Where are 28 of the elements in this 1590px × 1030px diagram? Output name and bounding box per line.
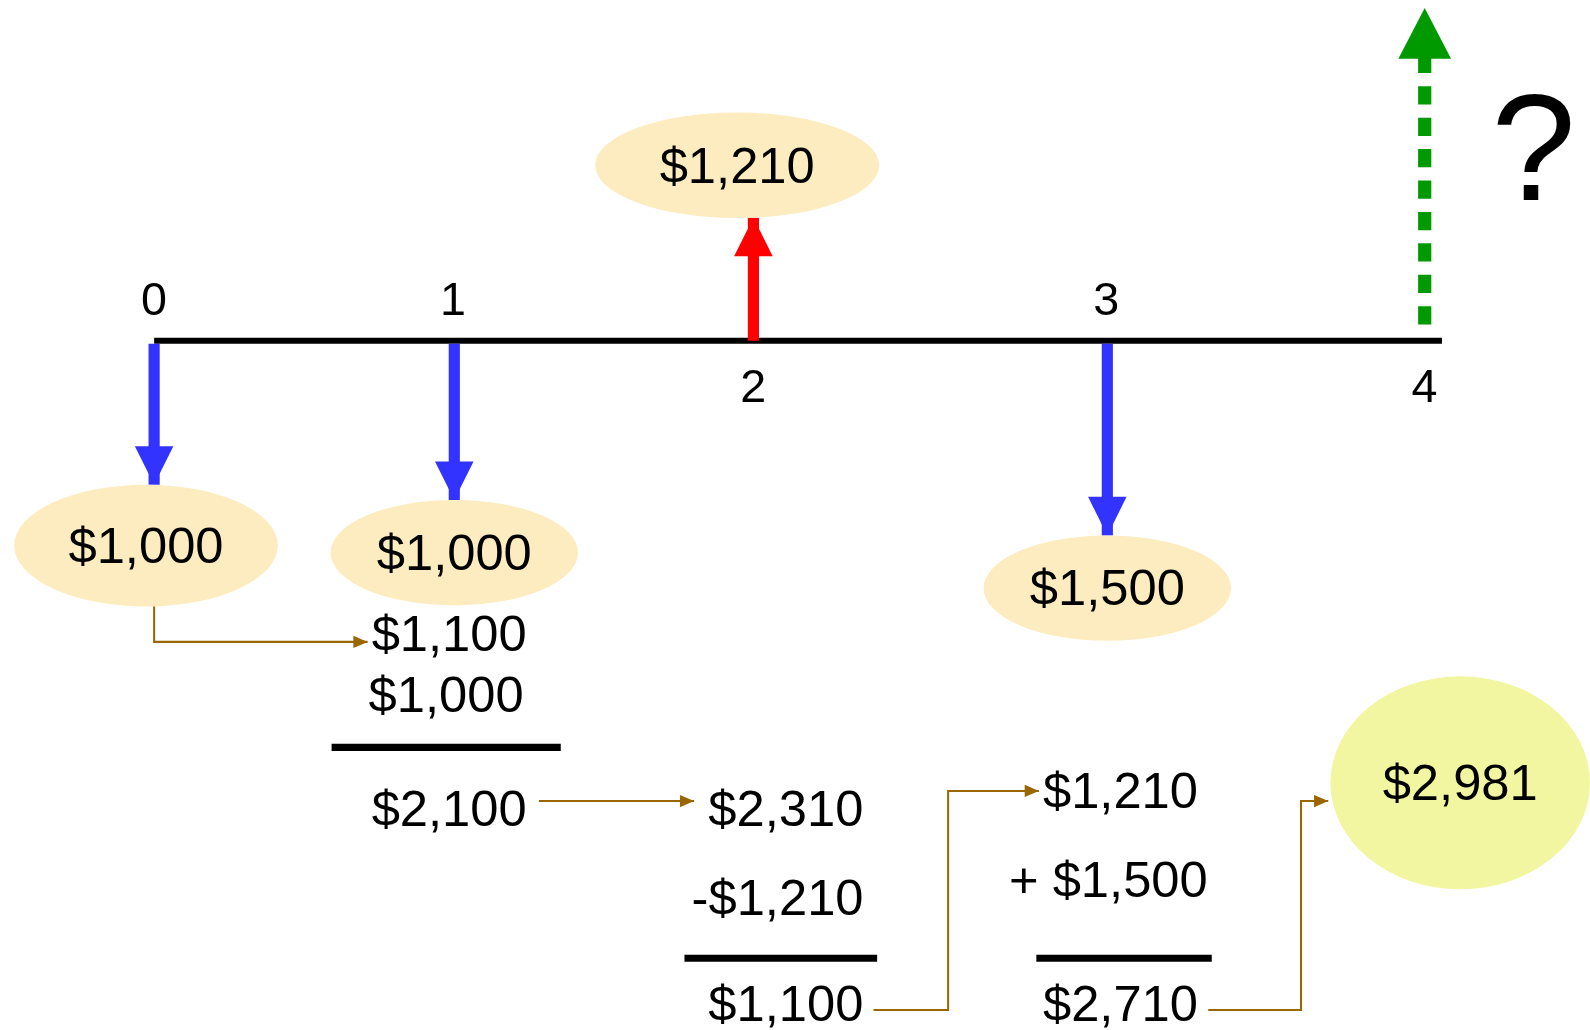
amount-value: $1,000 <box>376 527 532 578</box>
carry-forward-arrow <box>538 795 695 808</box>
cash-flow-arrow <box>134 343 174 485</box>
question-mark: ? <box>1491 71 1576 224</box>
carry-forward-arrow <box>873 784 1039 1011</box>
amount-value: $1,210 <box>659 139 815 191</box>
period-number: 2 <box>740 362 767 409</box>
period-number: 4 <box>1411 362 1438 409</box>
period-number: 1 <box>440 275 467 323</box>
period-number: 3 <box>1093 275 1120 323</box>
calculation-text: $1,000 <box>368 669 524 720</box>
carry-forward-arrow <box>153 606 368 648</box>
amount-value: $2,981 <box>1382 757 1538 809</box>
amount-text: $2,100 <box>371 783 527 835</box>
amount-text: $1,100 <box>371 608 527 660</box>
cash-flow-arrow <box>734 217 773 341</box>
amount-value: $1,000 <box>68 520 224 571</box>
carry-forward-arrow <box>1208 795 1329 1011</box>
calculation-text: + $1,500 <box>1008 854 1208 906</box>
period-number: 0 <box>140 275 167 323</box>
amount-text: $2,310 <box>708 783 864 835</box>
amount-text: $1,100 <box>708 978 864 1030</box>
amount-text: $1,210 <box>1042 765 1198 817</box>
cash-flow-arrow <box>435 343 474 500</box>
amount-value: $1,500 <box>1029 562 1185 614</box>
cash-flow-arrow <box>1088 343 1127 536</box>
amount-text: $2,710 <box>1042 978 1198 1030</box>
calculation-text: -$1,210 <box>691 872 864 923</box>
